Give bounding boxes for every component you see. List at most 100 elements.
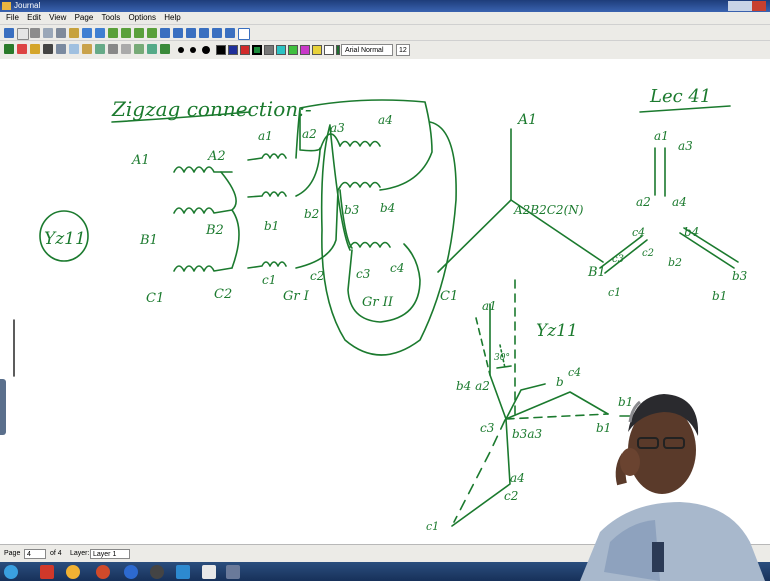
label-v-c2: c2 [504, 489, 518, 503]
medium-dot-icon[interactable] [190, 47, 196, 53]
explorer-icon[interactable] [66, 565, 80, 579]
close-window-icon[interactable] [752, 1, 766, 11]
shape-recognizer-icon[interactable] [134, 44, 144, 54]
fullscreen-icon[interactable] [238, 28, 250, 40]
gr-ii-label: Gr II [362, 295, 394, 310]
cut-icon[interactable] [43, 28, 53, 38]
color-white-swatch[interactable] [324, 45, 334, 55]
font-size-field[interactable]: 12 [396, 44, 410, 56]
select-rect-icon[interactable] [82, 44, 92, 54]
page-count: of 4 [50, 550, 62, 557]
label-v-b1-dashed: b1 [596, 421, 611, 435]
color-green-swatch[interactable] [252, 45, 262, 55]
label-v-c3: c3 [480, 421, 495, 435]
pen-icon[interactable] [4, 44, 14, 54]
label-ph-c3: c3 [612, 254, 624, 265]
last-page-icon[interactable] [147, 28, 157, 38]
media-icon[interactable] [150, 565, 164, 579]
yz11-circle-label: Yz11 [44, 229, 86, 249]
label-v-c1: c1 [426, 520, 439, 533]
highlighter-icon[interactable] [30, 44, 40, 54]
open-icon[interactable] [17, 28, 29, 40]
window-controls[interactable] [728, 1, 766, 11]
undo-icon[interactable] [82, 28, 92, 38]
color-yellow-swatch[interactable] [312, 45, 322, 55]
menu-tools[interactable]: Tools [101, 13, 121, 22]
title-bar: Journal [0, 0, 770, 12]
drawing-canvas[interactable]: Zigzag connection:- Lec 41 Yz11 Yz11 Gr … [0, 59, 770, 544]
prev-page-icon[interactable] [121, 28, 131, 38]
color-gray-swatch[interactable] [264, 45, 274, 55]
chrome-icon[interactable] [96, 565, 110, 579]
vertical-space-icon[interactable] [95, 44, 105, 54]
next-page-icon[interactable] [134, 28, 144, 38]
menu-page[interactable]: Page [74, 13, 94, 22]
color-lightgreen-swatch[interactable] [288, 45, 298, 55]
select-region-icon[interactable] [69, 44, 79, 54]
side-panel-handle[interactable] [0, 379, 6, 435]
label-a2: a2 [302, 127, 317, 141]
label-c4: c4 [390, 261, 404, 275]
text-icon[interactable] [43, 44, 53, 54]
color-magenta-swatch[interactable] [300, 45, 310, 55]
color-custom-swatch[interactable] [336, 45, 340, 55]
font-name-field[interactable]: Arial Normal [341, 44, 393, 56]
first-page-icon[interactable] [108, 28, 118, 38]
label-ph-b2: b2 [668, 256, 682, 269]
label-a1: a1 [258, 129, 273, 143]
network-icon[interactable] [124, 565, 138, 579]
color-black-swatch[interactable] [216, 45, 226, 55]
label-b2: b2 [304, 207, 319, 221]
lecturer-video [560, 372, 770, 581]
zoom-fit-icon[interactable] [186, 28, 196, 38]
zoom-page-icon[interactable] [212, 28, 222, 38]
title-text: Zigzag connection:- [111, 97, 312, 121]
save-icon[interactable] [30, 28, 40, 38]
hand-icon[interactable] [108, 44, 118, 54]
start-button-icon[interactable] [4, 565, 18, 579]
color-blue-swatch[interactable] [228, 45, 238, 55]
label-B2: B2 [205, 223, 224, 238]
eraser-icon[interactable] [17, 44, 27, 54]
color-cyan-swatch[interactable] [276, 45, 286, 55]
label-A1: A1 [131, 153, 150, 168]
label-c3: c3 [356, 267, 371, 281]
color-red-swatch[interactable] [240, 45, 250, 55]
menu-edit[interactable]: Edit [27, 13, 41, 22]
skype-icon[interactable] [176, 565, 190, 579]
fine-dot-icon[interactable] [178, 47, 184, 53]
copy-icon[interactable] [56, 28, 66, 38]
new-page-icon[interactable] [4, 28, 14, 38]
zoom-out-icon[interactable] [173, 28, 183, 38]
ruler-icon[interactable] [121, 44, 131, 54]
redo-icon[interactable] [95, 28, 105, 38]
menu-help[interactable]: Help [164, 13, 181, 22]
zoom-100-icon[interactable] [225, 28, 235, 38]
label-v-b3a3: b3a3 [512, 427, 542, 441]
thick-dot-icon[interactable] [202, 46, 210, 54]
journal-taskbar-icon[interactable] [202, 565, 216, 579]
window-title: Journal [14, 1, 41, 10]
main-toolbar [0, 24, 770, 41]
powerpoint-icon[interactable] [40, 565, 54, 579]
zoom-in-icon[interactable] [160, 28, 170, 38]
app-taskbar-icon[interactable] [226, 565, 240, 579]
label-c2: c2 [310, 269, 324, 283]
label-C2: C2 [214, 287, 232, 302]
menu-file[interactable]: File [6, 13, 19, 22]
layer-select[interactable]: Layer 1 [90, 549, 130, 559]
label-neutral: A2B2C2(N) [513, 203, 584, 217]
menu-view[interactable]: View [49, 13, 67, 22]
zoom-width-icon[interactable] [199, 28, 209, 38]
default-pen-icon[interactable] [147, 44, 157, 54]
image-icon[interactable] [56, 44, 66, 54]
label-ph-c1: c1 [608, 286, 621, 299]
paste-icon[interactable] [69, 28, 79, 38]
thin-pen-icon[interactable] [160, 44, 170, 54]
label-star-A1: A1 [516, 112, 537, 128]
page-number-field[interactable]: 4 [24, 549, 46, 559]
menu-options[interactable]: Options [128, 13, 157, 22]
page-label: Page [4, 550, 21, 557]
label-ph-a3: a3 [678, 139, 693, 153]
label-ph-a2: a2 [636, 195, 651, 209]
